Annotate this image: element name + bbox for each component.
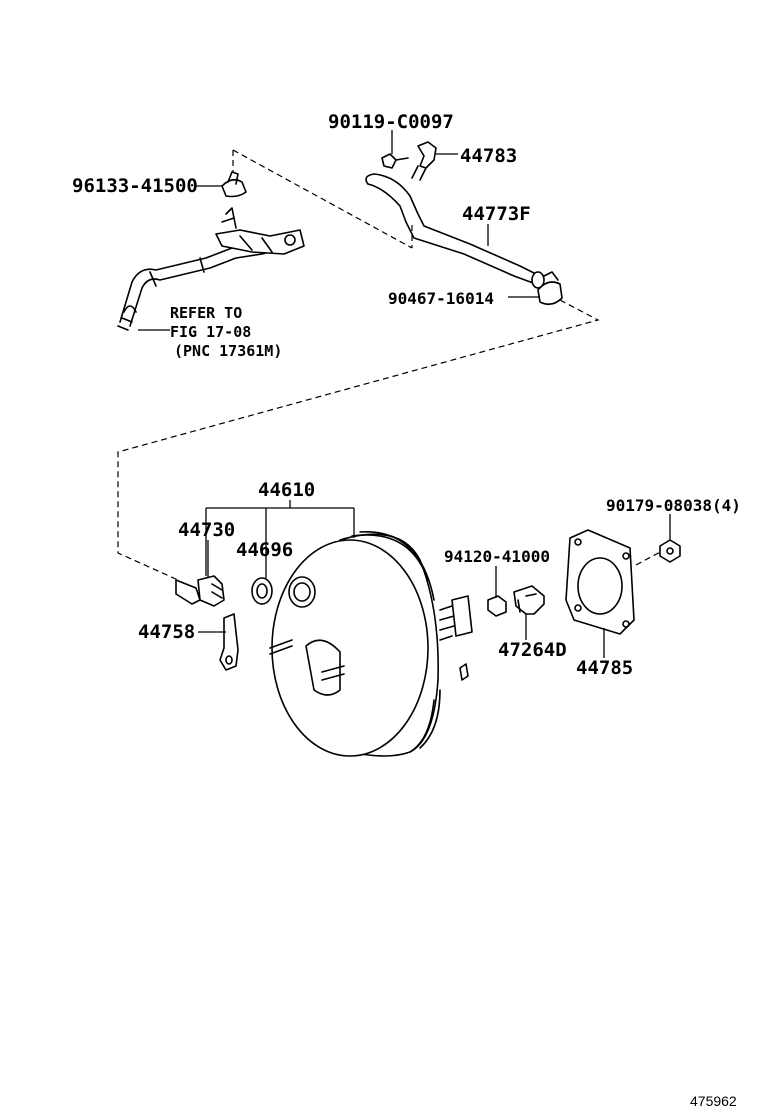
label-44610[interactable]: 44610 (258, 479, 315, 501)
bolt-90119[interactable] (381, 153, 409, 169)
label-90119[interactable]: 90119-C0097 (328, 111, 454, 133)
dashed-link-middle (117, 299, 600, 581)
refer-line-2: FIG 17-08 (170, 323, 251, 341)
brake-booster-44610[interactable] (269, 531, 473, 757)
clip-96133[interactable] (221, 171, 247, 198)
label-44696[interactable]: 44696 (236, 539, 293, 561)
hose-44773F[interactable] (365, 173, 545, 289)
refer-line-1: REFER TO (170, 304, 242, 322)
check-valve-44730[interactable] (175, 575, 225, 607)
clevis-47264D[interactable] (513, 585, 545, 615)
dashed-link-nut (635, 549, 665, 566)
label-44758[interactable]: 44758 (138, 621, 195, 643)
label-90179[interactable]: 90179-08038(4) (606, 496, 741, 515)
label-96133[interactable]: 96133-41500 (72, 175, 198, 197)
label-44785[interactable]: 44785 (576, 657, 633, 679)
grommet-44696[interactable] (251, 577, 273, 605)
label-44773F[interactable]: 44773F (462, 203, 531, 225)
label-94120[interactable]: 94120-41000 (444, 547, 550, 566)
leader-44610 (205, 500, 355, 578)
bracket-44783[interactable] (411, 141, 437, 181)
nut-94120[interactable] (487, 595, 507, 617)
label-44730[interactable]: 44730 (178, 519, 235, 541)
clamp-90467[interactable] (537, 271, 563, 306)
label-44783[interactable]: 44783 (460, 145, 517, 167)
figure-number: 475962 (690, 1093, 737, 1109)
bracket-44758[interactable] (219, 613, 239, 671)
gasket-44785[interactable] (565, 529, 635, 635)
vacuum-pipe-assembly[interactable] (117, 207, 305, 331)
nut-90179[interactable] (659, 539, 681, 563)
label-90467[interactable]: 90467-16014 (388, 289, 494, 308)
dashed-link-upper (232, 149, 413, 249)
label-47264D[interactable]: 47264D (498, 639, 567, 661)
refer-line-3: (PNC 17361M) (174, 342, 282, 360)
